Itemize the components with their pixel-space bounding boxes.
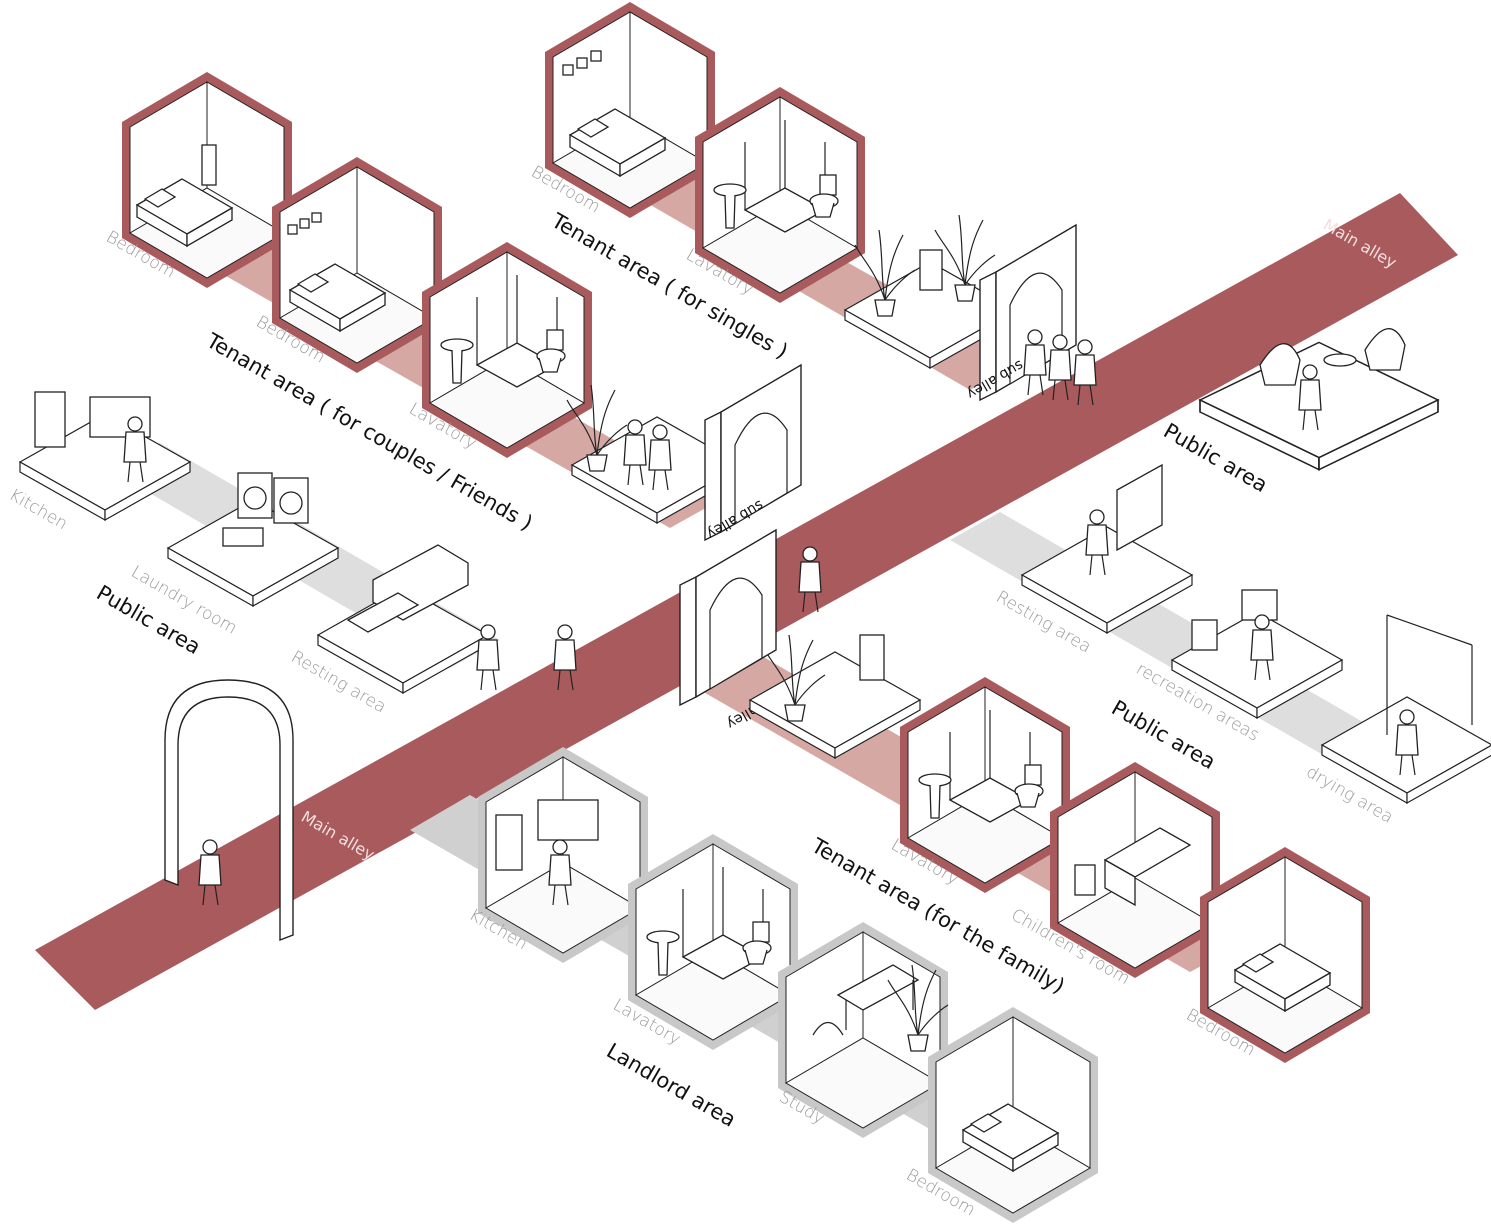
public-right-drying <box>1321 614 1491 804</box>
landlord-study <box>777 921 949 1139</box>
public-top-right-cafe <box>1199 328 1439 471</box>
public-left-resting <box>317 544 489 694</box>
public-right-resting <box>1021 463 1193 634</box>
family-childrens-room <box>1049 761 1221 979</box>
couples-bedroom-2 <box>271 156 443 374</box>
landlord-area-title: Landlord area <box>603 1039 741 1132</box>
couples-bedroom-1 <box>121 71 293 289</box>
family-plant-platform <box>749 634 921 759</box>
singles-bedroom <box>544 1 716 219</box>
public-left-kitchen <box>19 391 191 521</box>
public-left-laundry <box>167 472 339 607</box>
landlord-kitchen <box>477 746 649 964</box>
entrance-arch-gate <box>164 679 294 942</box>
public-right-recreation <box>1171 589 1343 719</box>
singles-plant-platform <box>844 214 1016 369</box>
